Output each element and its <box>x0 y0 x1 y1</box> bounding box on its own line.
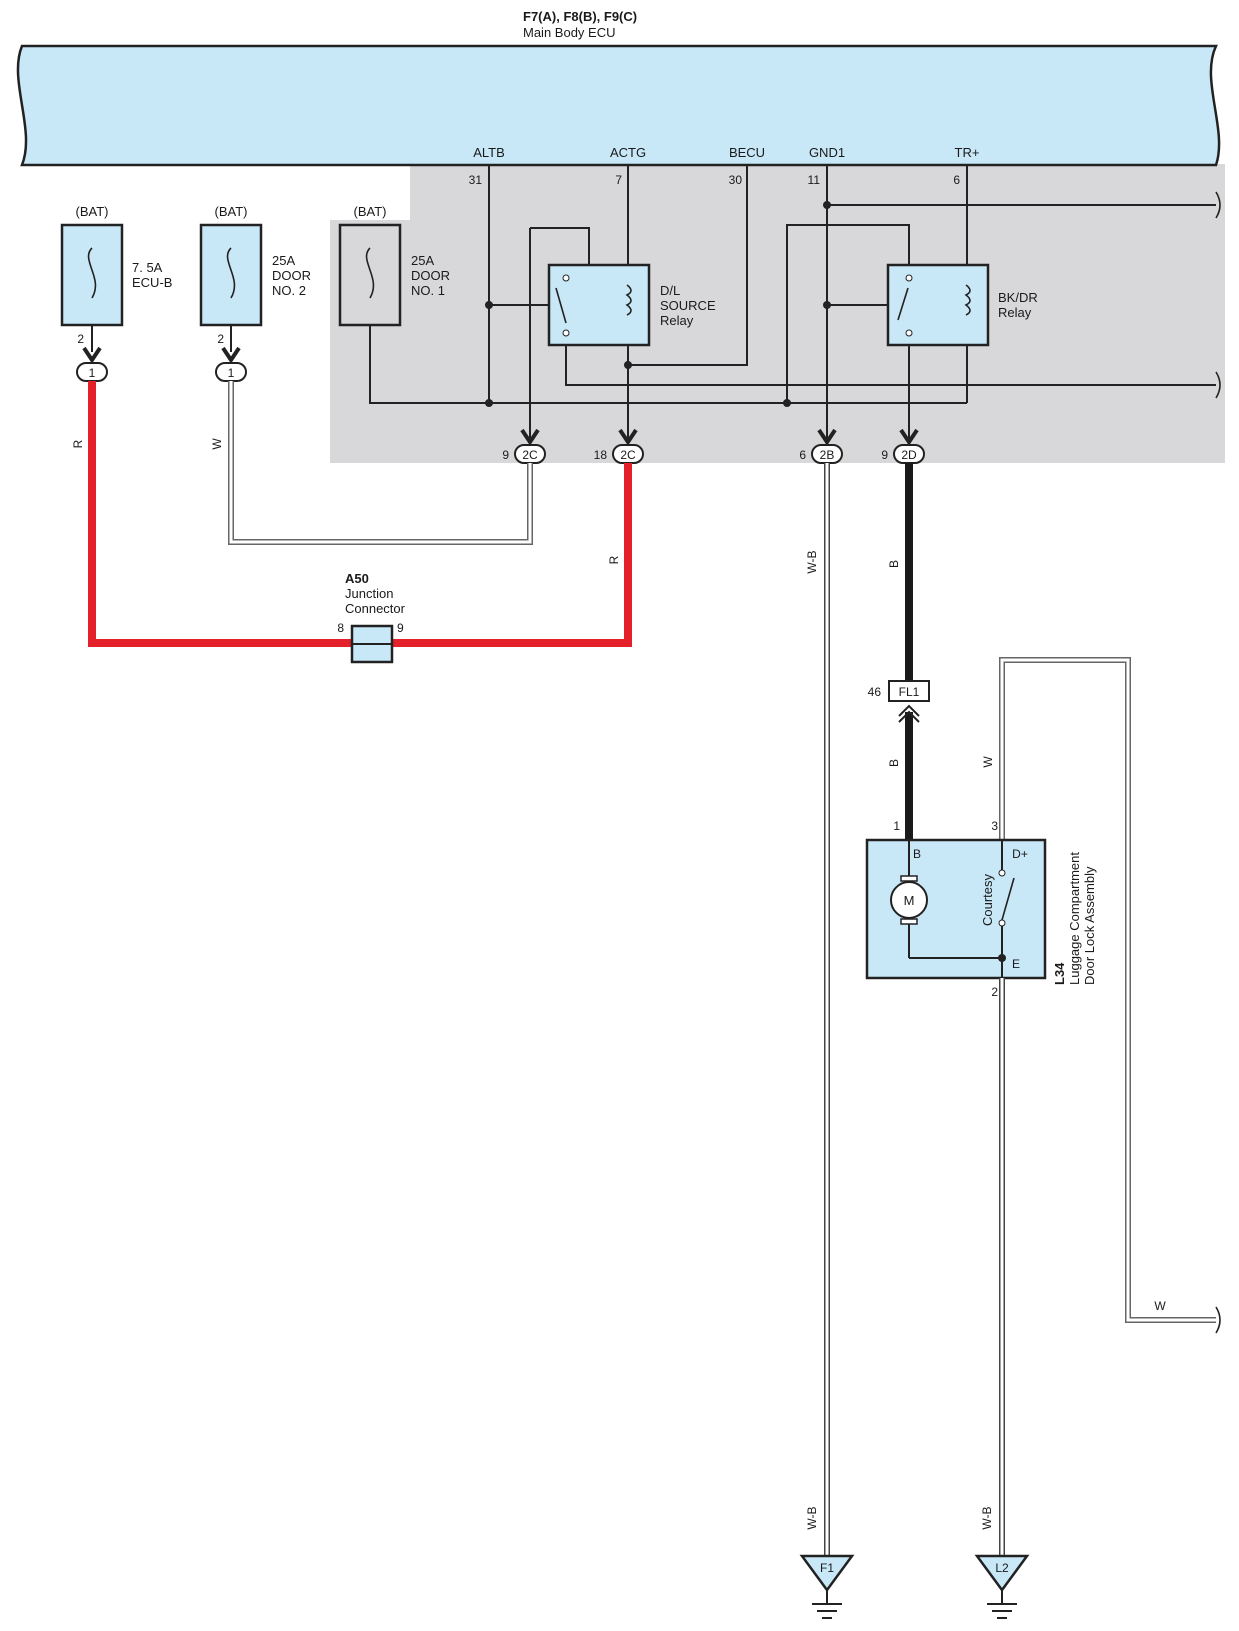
dl-relay-label-3: Relay <box>660 313 694 328</box>
fuse-ecu-b <box>60 223 124 327</box>
jc-4-pin: 9 <box>881 448 888 462</box>
fuse-1-pin: 2 <box>77 332 84 346</box>
wire-label-r-2c: R <box>607 555 621 564</box>
main-body-ecu-bar <box>16 44 1221 167</box>
ground-f1-icon <box>799 1554 855 1619</box>
jc-2-pin: 18 <box>594 448 608 462</box>
wire-red-ecu-b <box>88 381 352 647</box>
terminal-actg: ACTG <box>610 145 646 160</box>
l34-pin-b: 1 <box>893 819 900 833</box>
relay-block-area <box>330 164 1225 463</box>
fuse-door-no1 <box>338 223 402 327</box>
ecu-name: Main Body ECU <box>523 25 615 40</box>
fuse-3-name: DOOR <box>411 268 450 283</box>
fuse-2-rating: 25A <box>272 253 295 268</box>
fuse-symbol-icon <box>365 247 375 299</box>
l34-pin-e: 2 <box>991 985 998 999</box>
fl1-arrow-icon <box>898 704 920 723</box>
internal-wiring <box>369 166 1221 438</box>
fuse-2-name2: NO. 2 <box>272 283 306 298</box>
pin-30: 30 <box>729 173 743 187</box>
a50-id: A50 <box>345 571 369 586</box>
courtesy-switch-label: Courtesy <box>980 873 995 926</box>
jc-2-id: 2C <box>620 448 636 462</box>
bk-dr-relay-contacts <box>897 274 971 337</box>
a50-pin-right: 9 <box>397 621 404 635</box>
wire-w-right <box>1000 658 1216 1322</box>
motor-icon <box>890 875 928 925</box>
jc-3-pin: 6 <box>799 448 806 462</box>
jc-1-pin: 9 <box>502 448 509 462</box>
bkdr-relay-label-2: Relay <box>998 305 1032 320</box>
wire-w-right-outline <box>999 657 1216 1323</box>
fuse-1-source: (BAT) <box>76 204 109 219</box>
wire-white-door-no2 <box>229 381 532 544</box>
fuse-1-connector: 1 <box>89 366 96 380</box>
terminal-becu: BECU <box>729 145 765 160</box>
fuse-symbol-icon <box>226 247 236 299</box>
l34-term-b: B <box>913 847 921 861</box>
pin-7: 7 <box>615 173 622 187</box>
ecu-connector-ids: F7(A), F8(B), F9(C) <box>523 9 637 24</box>
wire-continuation-icon <box>1215 1306 1221 1334</box>
fl1-connector <box>888 680 930 702</box>
fuse-symbol-icon <box>87 247 97 299</box>
wire-label-b-upper: B <box>887 560 901 568</box>
fuse-2-name: DOOR <box>272 268 311 283</box>
bkdr-relay-label-1: BK/DR <box>998 290 1038 305</box>
fuse-3-name2: NO. 1 <box>411 283 445 298</box>
wire-red-actg <box>392 463 632 647</box>
fuse-3-rating: 25A <box>411 253 434 268</box>
ground-f1-label: F1 <box>820 1561 834 1575</box>
a50-line2: Connector <box>345 601 406 616</box>
wire-label-w-right: W <box>981 756 995 768</box>
dl-source-relay-contacts <box>555 274 632 337</box>
l34-term-e: E <box>1012 957 1020 971</box>
wire-label-wb: W-B <box>805 550 819 573</box>
dl-relay-label-2: SOURCE <box>660 298 716 313</box>
l34-id: L34 <box>1052 962 1067 985</box>
fuse-output-connectors <box>76 325 247 382</box>
pin-11: 11 <box>808 173 821 187</box>
fuse-1-name: ECU-B <box>132 275 172 290</box>
a50-pin-left: 8 <box>337 621 344 635</box>
fl1-id: FL1 <box>899 685 920 699</box>
wire-label-w-left: W <box>210 438 224 450</box>
bk-dr-relay <box>886 263 990 347</box>
fuse-2-pin: 2 <box>217 332 224 346</box>
pin-6: 6 <box>953 173 960 187</box>
wire-label-wb-l2: W-B <box>980 1506 994 1529</box>
wire-label-b-lower: B <box>887 759 901 767</box>
jc-4-id: 2D <box>901 448 917 462</box>
fl1-pin: 46 <box>868 685 882 699</box>
l34-line1: Luggage Compartment <box>1067 852 1082 985</box>
wire-label-w-bottom: W <box>1154 1299 1166 1313</box>
ground-l2-label: L2 <box>995 1561 1009 1575</box>
jc-3-id: 2B <box>820 448 835 462</box>
dl-relay-label-1: D/L <box>660 283 680 298</box>
terminal-altb: ALTB <box>473 145 505 160</box>
ground-l2-icon <box>974 1554 1030 1619</box>
fuse-3-source: (BAT) <box>354 204 387 219</box>
wire-label-wb-f1: W-B <box>805 1506 819 1529</box>
fuse-door-no2 <box>199 223 263 327</box>
l34-pin-d: 3 <box>991 819 998 833</box>
a50-line1: Junction <box>345 586 393 601</box>
motor-label: M <box>904 893 915 908</box>
junction-connector-arrows <box>514 428 925 464</box>
fuse-2-connector: 1 <box>228 366 235 380</box>
fuse-2-source: (BAT) <box>215 204 248 219</box>
l34-line2: Door Lock Assembly <box>1082 866 1097 985</box>
fuse-1-rating: 7. 5A <box>132 260 163 275</box>
terminal-tr-plus: TR+ <box>955 145 980 160</box>
l34-internal-wiring <box>908 840 1015 978</box>
wire-label-r-left: R <box>71 439 85 448</box>
jc-1-id: 2C <box>522 448 538 462</box>
pin-31: 31 <box>469 173 483 187</box>
terminal-gnd1: GND1 <box>809 145 845 160</box>
l34-term-d: D+ <box>1012 847 1028 861</box>
